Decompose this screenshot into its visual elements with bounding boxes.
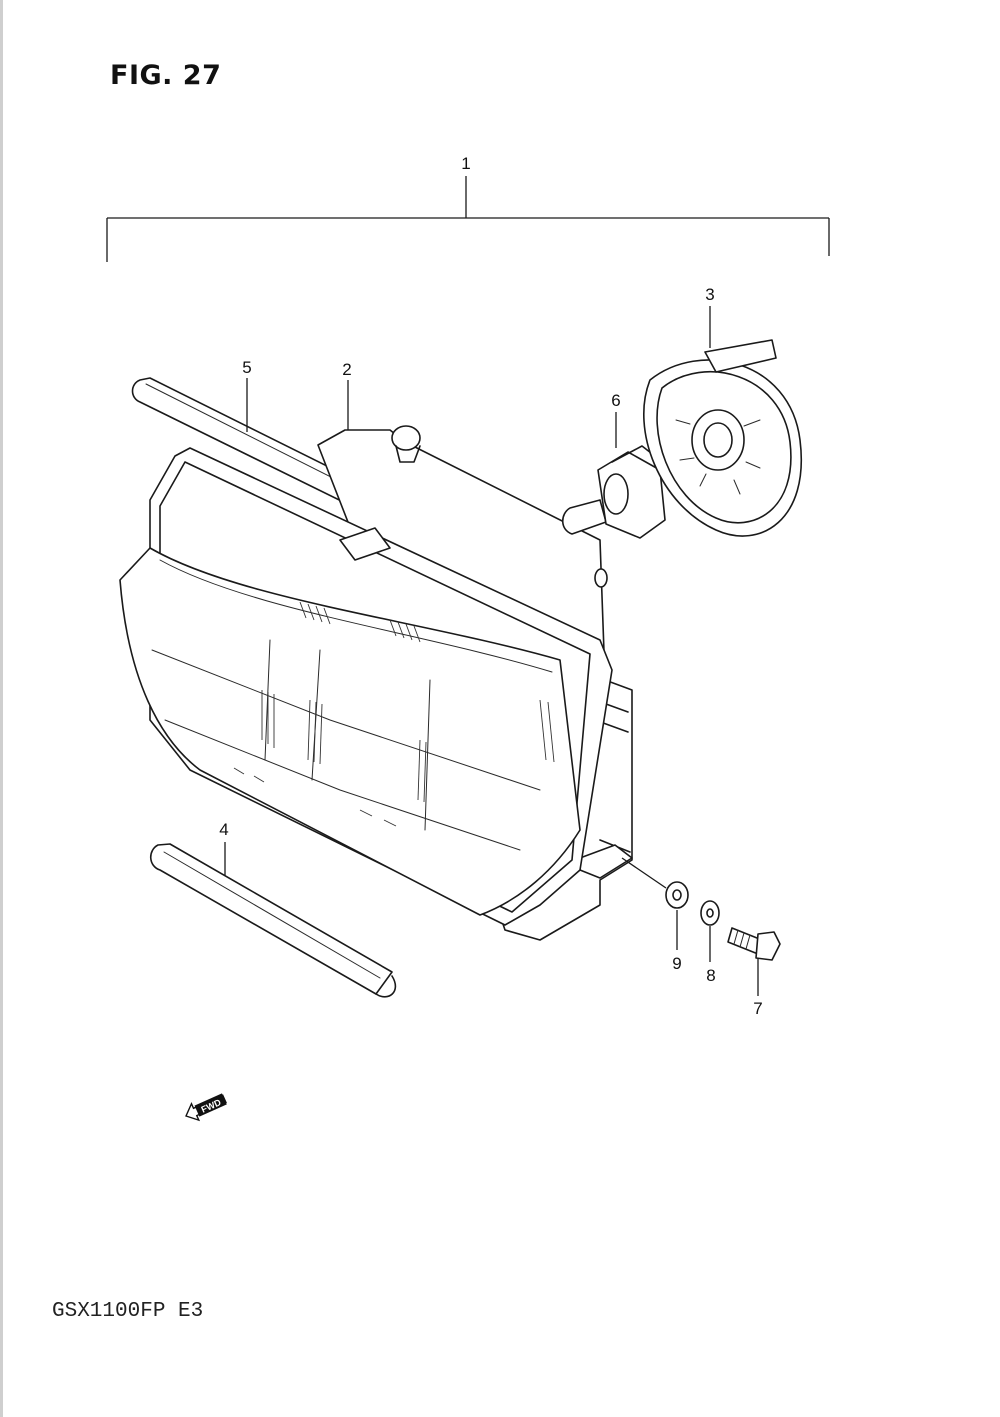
callout-8: 8 — [706, 966, 716, 985]
model-code: GSX1100FP E3 — [52, 1300, 204, 1323]
socket-cover — [642, 306, 803, 537]
callout-3: 3 — [705, 285, 715, 304]
callout-5: 5 — [242, 358, 252, 377]
headlamp-lens — [119, 547, 581, 916]
lock-washer — [700, 900, 720, 962]
seal-strip-lower — [149, 842, 397, 998]
bolt — [727, 927, 781, 996]
page-edge — [0, 0, 3, 1417]
callout-1: 1 — [461, 154, 471, 173]
fwd-label: FWD — [200, 1097, 223, 1115]
callout-6: 6 — [611, 391, 621, 410]
washer — [621, 857, 689, 950]
callout-9: 9 — [672, 954, 682, 973]
callout-2: 2 — [342, 360, 352, 379]
fwd-arrow-icon: FWD — [185, 1093, 227, 1122]
callout-7: 7 — [753, 999, 763, 1018]
figure-title: FIG. 27 — [110, 60, 222, 91]
callout-4: 4 — [219, 820, 229, 839]
assembly-bracket — [106, 176, 830, 262]
